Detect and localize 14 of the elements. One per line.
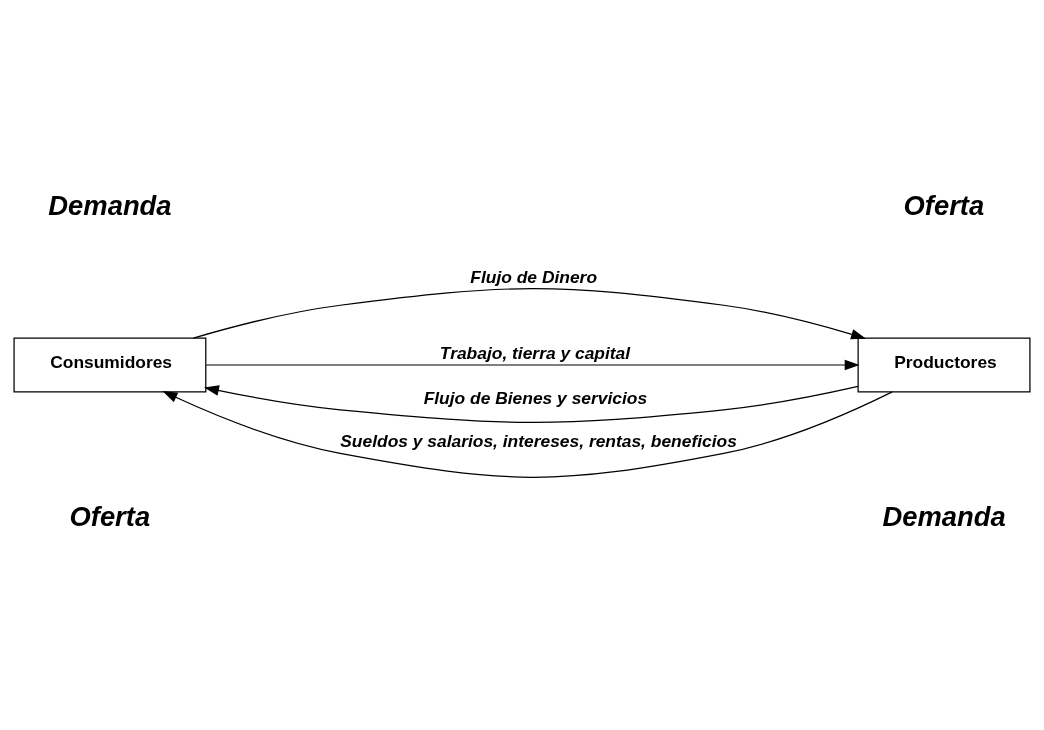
edge-label: Trabajo, tierra y capital xyxy=(439,343,631,364)
label: Oferta xyxy=(69,501,151,533)
edge-label: Flujo de Dinero xyxy=(470,267,598,288)
label: Oferta xyxy=(903,190,985,222)
arrow xyxy=(204,385,859,424)
arrow xyxy=(162,391,893,478)
arrow xyxy=(205,359,860,371)
edge-label: Flujo de Bienes y servicios xyxy=(423,387,648,408)
edge-label: Sueldos y salarios, intereses, rentas, beneficios xyxy=(340,431,737,452)
label: Demanda xyxy=(48,190,172,222)
label: Demanda xyxy=(882,501,1006,533)
arrow xyxy=(192,288,866,340)
node-box: Consumidores xyxy=(13,337,207,393)
node-box: Productores xyxy=(857,337,1031,393)
